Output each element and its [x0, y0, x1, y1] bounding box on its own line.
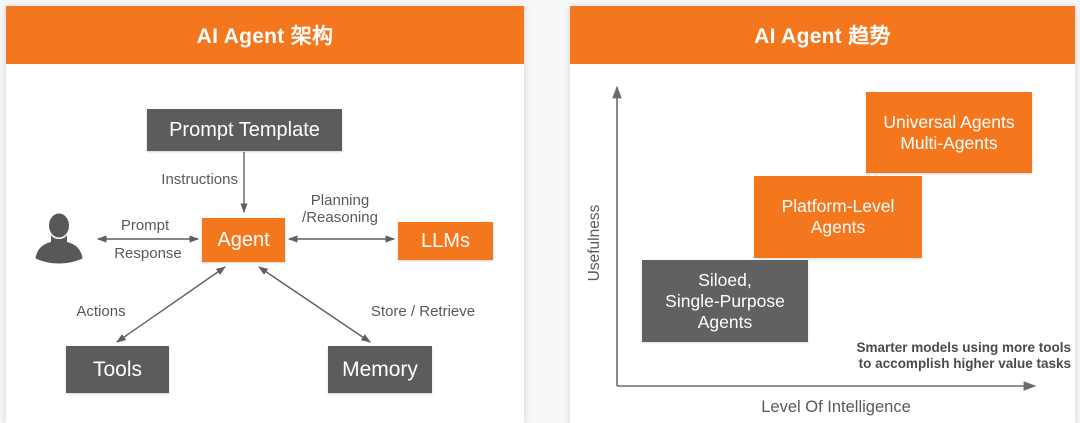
arrow-agent-tools: [116, 266, 226, 343]
user-icon: [35, 213, 83, 264]
siloed-line-1: Siloed,: [698, 269, 752, 290]
tools-node: Tools: [66, 346, 169, 393]
llms-node: LLMs: [398, 222, 493, 260]
architecture-panel: AI Agent 架构 Prompt Template Agent LLMs T…: [6, 6, 524, 423]
memory-node: Memory: [328, 346, 432, 393]
store-retrieve-edge-label: Store / Retrieve: [370, 303, 476, 320]
response-edge-label: Response: [114, 245, 182, 262]
universal-agents-box: Universal Agents Multi-Agents: [866, 92, 1032, 173]
platform-level-agents-box: Platform-Level Agents: [754, 176, 922, 258]
reasoning-line: /Reasoning: [302, 209, 378, 226]
instructions-edge-label: Instructions: [161, 171, 238, 188]
trends-panel-title: AI Agent 趋势: [570, 6, 1075, 64]
annotation-line-1: Smarter models using more tools: [856, 340, 1071, 355]
siloed-agents-box: Siloed, Single-Purpose Agents: [642, 260, 808, 342]
trends-panel: AI Agent 趋势 Usefulness Level Of Intellig…: [570, 6, 1075, 423]
arrow-agent-memory: [258, 266, 371, 343]
architecture-connectors: [96, 152, 396, 343]
trend-axes: [612, 85, 1037, 391]
siloed-line-3: Agents: [697, 311, 753, 332]
x-axis-label: Level Of Intelligence: [761, 398, 911, 416]
platform-line-2: Agents: [810, 217, 866, 237]
actions-edge-label: Actions: [76, 303, 126, 320]
trend-annotation: Smarter models using more tools to accom…: [856, 340, 1071, 371]
siloed-line-2: Single-Purpose: [665, 290, 785, 311]
prompt-template-node: Prompt Template: [147, 109, 342, 151]
prompt-edge-label: Prompt: [120, 217, 170, 234]
platform-line-1: Platform-Level: [781, 196, 895, 216]
universal-line-1: Universal Agents: [883, 111, 1015, 132]
agent-node: Agent: [202, 218, 285, 262]
planning-line: Planning: [310, 192, 370, 209]
annotation-line-2: to accomplish higher value tasks: [858, 355, 1071, 371]
planning-reasoning-edge-label: Planning /Reasoning: [284, 192, 396, 226]
universal-line-2: Multi-Agents: [900, 132, 998, 153]
architecture-panel-title: AI Agent 架构: [6, 6, 524, 64]
y-axis-label: Usefulness: [586, 204, 603, 282]
